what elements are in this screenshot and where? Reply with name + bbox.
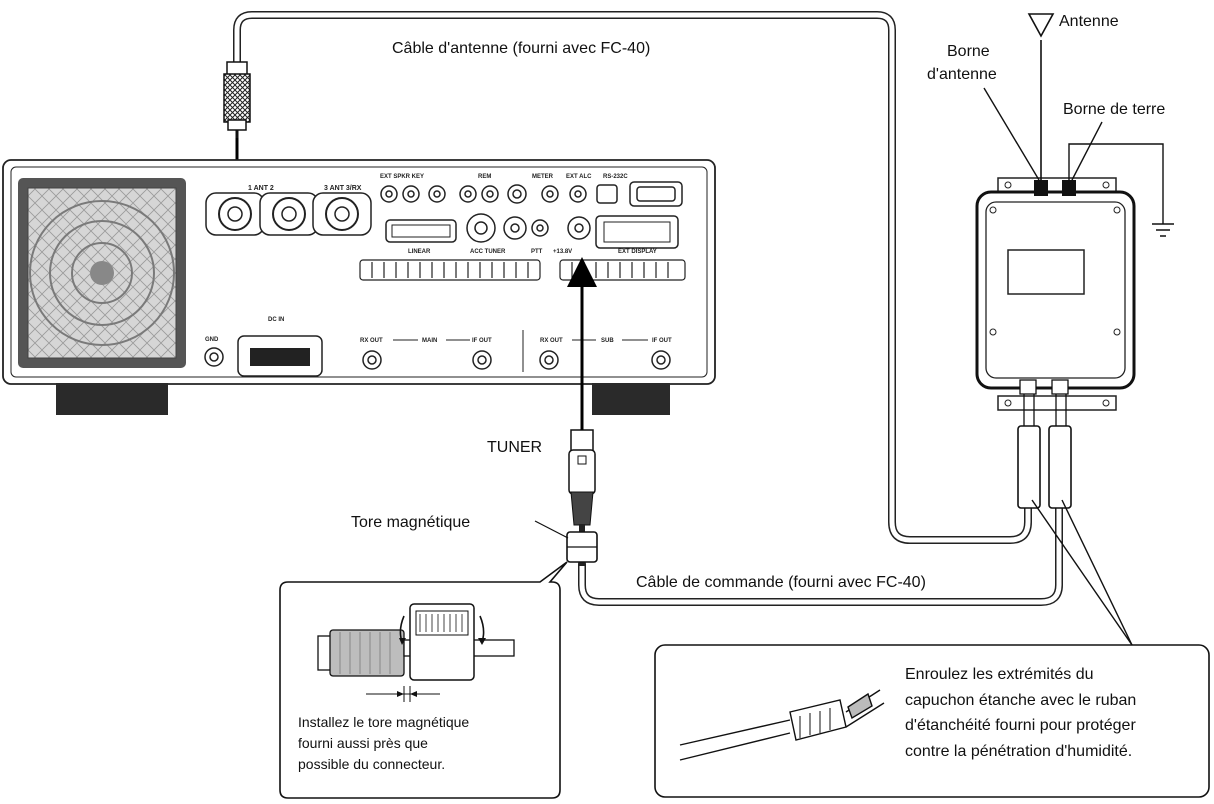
ferrite-core (566, 524, 598, 566)
rx-out-main-label: RX OUT (360, 338, 383, 344)
antenna-label: Antenne (1059, 13, 1119, 30)
tape-note-line: Enroulez les extrémités du (905, 666, 1094, 683)
ext-spkr-label: EXT SPKR KEY (380, 174, 424, 180)
vent-slots (359, 259, 686, 281)
control-cable (578, 501, 1063, 606)
ext-display-connector (595, 215, 679, 249)
tape-note-line: d'étanchéité fourni pour protéger (905, 717, 1136, 734)
ferrite-callout (279, 561, 568, 799)
tape-wrap-note: Enroulez les extrémités du capuchon étan… (905, 662, 1205, 764)
ferrite-install-note: Installez le tore magnétique fourni auss… (298, 712, 538, 775)
ant3-label: 3 ANT 3/RX (324, 185, 362, 192)
antenna-plug (223, 61, 251, 138)
linear-label: LINEAR (408, 249, 431, 255)
tape-callout (654, 644, 1210, 798)
ext-display-label: EXT DISPLAY (618, 249, 657, 255)
dc-in-label: DC IN (268, 317, 284, 323)
ferrite-leader (534, 520, 569, 539)
tuner-label: TUNER (487, 439, 542, 456)
control-cable-label: Câble de commande (fourni avec FC-40) (636, 574, 926, 591)
tape-note-line: capuchon étanche avec le ruban (905, 691, 1137, 709)
linear-connector (385, 219, 457, 243)
fc40-tuner-box (975, 40, 1136, 509)
antenna-cable (233, 11, 1032, 544)
leader-lines (983, 87, 1133, 646)
main-label: MAIN (422, 338, 437, 344)
ground-wire (1068, 143, 1174, 237)
rx-out-sub-label: RX OUT (540, 338, 563, 344)
ferrite-core-label: Tore magnétique (351, 514, 470, 531)
ferrite-note-line: possible du connecteur. (298, 756, 446, 772)
antenna-symbol (1027, 13, 1055, 38)
gnd-label: GND (205, 337, 219, 343)
ant1-label: 1 ANT 2 (248, 185, 274, 192)
tuner-plug (568, 429, 596, 526)
antenna-cable-label: Câble d'antenne (fourni avec FC-40) (392, 40, 650, 57)
ant3-socket (312, 192, 372, 236)
waterproof-cap-drawing (679, 689, 885, 761)
tape-note-line: contre la pénétration d'humidité. (905, 742, 1133, 760)
dc13-label: +13.8V (553, 249, 572, 255)
ferrite-note-line: fourni aussi près que (298, 735, 428, 751)
ext-alc-label: EXT ALC (566, 174, 592, 180)
rx-if-jacks (362, 350, 671, 370)
ferrite-note-line: Installez le tore magnétique (298, 714, 470, 730)
rem-label: REM (478, 174, 491, 180)
dc-in-connector (237, 335, 323, 377)
if-out-sub-label: IF OUT (652, 338, 672, 344)
ant1-socket (205, 192, 265, 236)
if-out-main-label: IF OUT (472, 338, 492, 344)
cooling-fan (18, 178, 186, 368)
rs232c-label: RS-232C (603, 174, 628, 180)
gnd-terminal (204, 347, 224, 367)
ant2-socket (259, 192, 319, 236)
ground-terminal-label: Borne de terre (1063, 101, 1165, 118)
sub-label: SUB (601, 338, 614, 344)
antenna-terminal-label-line1: Borne (947, 43, 990, 60)
acc-tuner-jacks (466, 213, 591, 243)
acc-tuner-label: ACC TUNER (470, 249, 506, 255)
meter-label: METER (532, 174, 554, 180)
antenna-terminal-label-line2: d'antenne (927, 66, 997, 83)
transceiver-rear-panel: 1 ANT 2 3 ANT 3/RX EXT SPKR KEY REM METE… (2, 159, 716, 415)
rear-jacks (380, 181, 683, 207)
ptt-label: PTT (531, 249, 543, 255)
